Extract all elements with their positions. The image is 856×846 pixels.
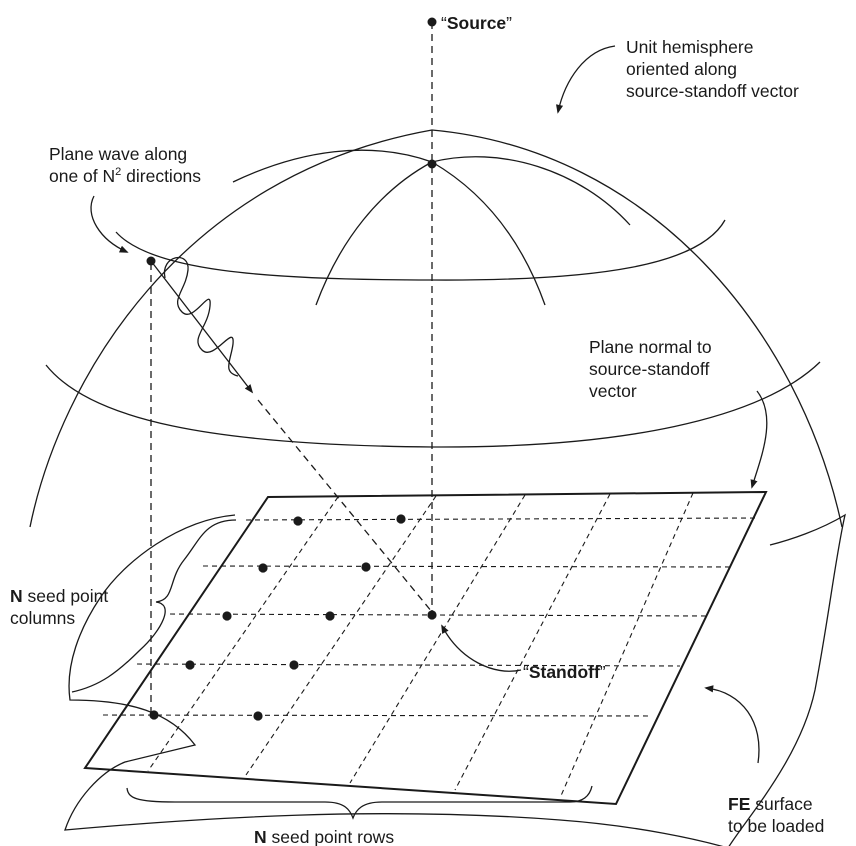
plane-grid-columns [147,492,694,799]
fe-surface-pointer-arrow [704,685,760,764]
source-label: “Source” [441,13,512,33]
pole-point [427,159,437,169]
hemisphere-pointer-arrow [556,45,616,114]
fe-surface-label-line1: FE surface [728,794,813,814]
plane-wave-ray [150,260,254,394]
columns-label-line1: N seed point [10,586,108,606]
plane-normal-label-line1: Plane normal to [589,337,712,357]
seed-plane [83,490,768,806]
fe-surface-label-line2: to be loaded [728,816,824,836]
standoff-pointer-arrow [441,624,522,672]
plane-wave-sinusoid [163,256,239,377]
meridian-arc-left [315,156,631,306]
meridian-arc-right [232,149,546,306]
rows-brace [126,785,593,820]
columns-brace [71,519,237,693]
plane-normal-pointer-arrow [750,390,768,489]
hemisphere-outline [29,129,843,528]
hemisphere-label-line3: source-standoff vector [626,81,799,101]
plane-grid-rows [102,517,756,717]
hemisphere-label-line1: Unit hemisphere [626,37,753,57]
hemisphere-label-line2: oriented along [626,59,737,79]
plane-normal-label-line2: source-standoff [589,359,709,379]
plane-wave-pointer-arrow [90,195,129,253]
seed-points [149,514,437,721]
columns-label-line2: columns [10,608,75,628]
hemisphere-upper-band [115,219,726,281]
plane-normal-label-line3: vector [589,381,637,401]
rows-label: N seed point rows [254,827,394,846]
standoff-label: “Standoff” [523,662,606,682]
plane-wave-label-line2: one of N2 directions [49,166,201,186]
plane-wave-ray-extension [257,399,433,613]
source-point [427,17,437,27]
plane-wave-label-line1: Plane wave along [49,144,187,164]
